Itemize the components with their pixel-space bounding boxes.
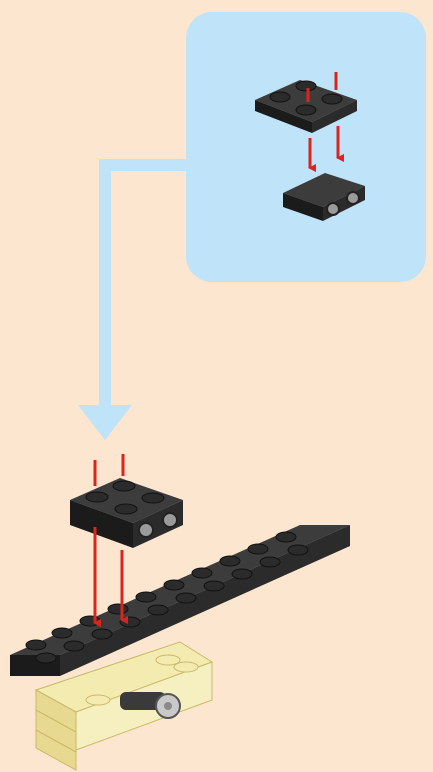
callout-box	[186, 12, 426, 282]
attached-subassembly	[70, 478, 183, 548]
callout-connector-arrow	[78, 165, 186, 440]
